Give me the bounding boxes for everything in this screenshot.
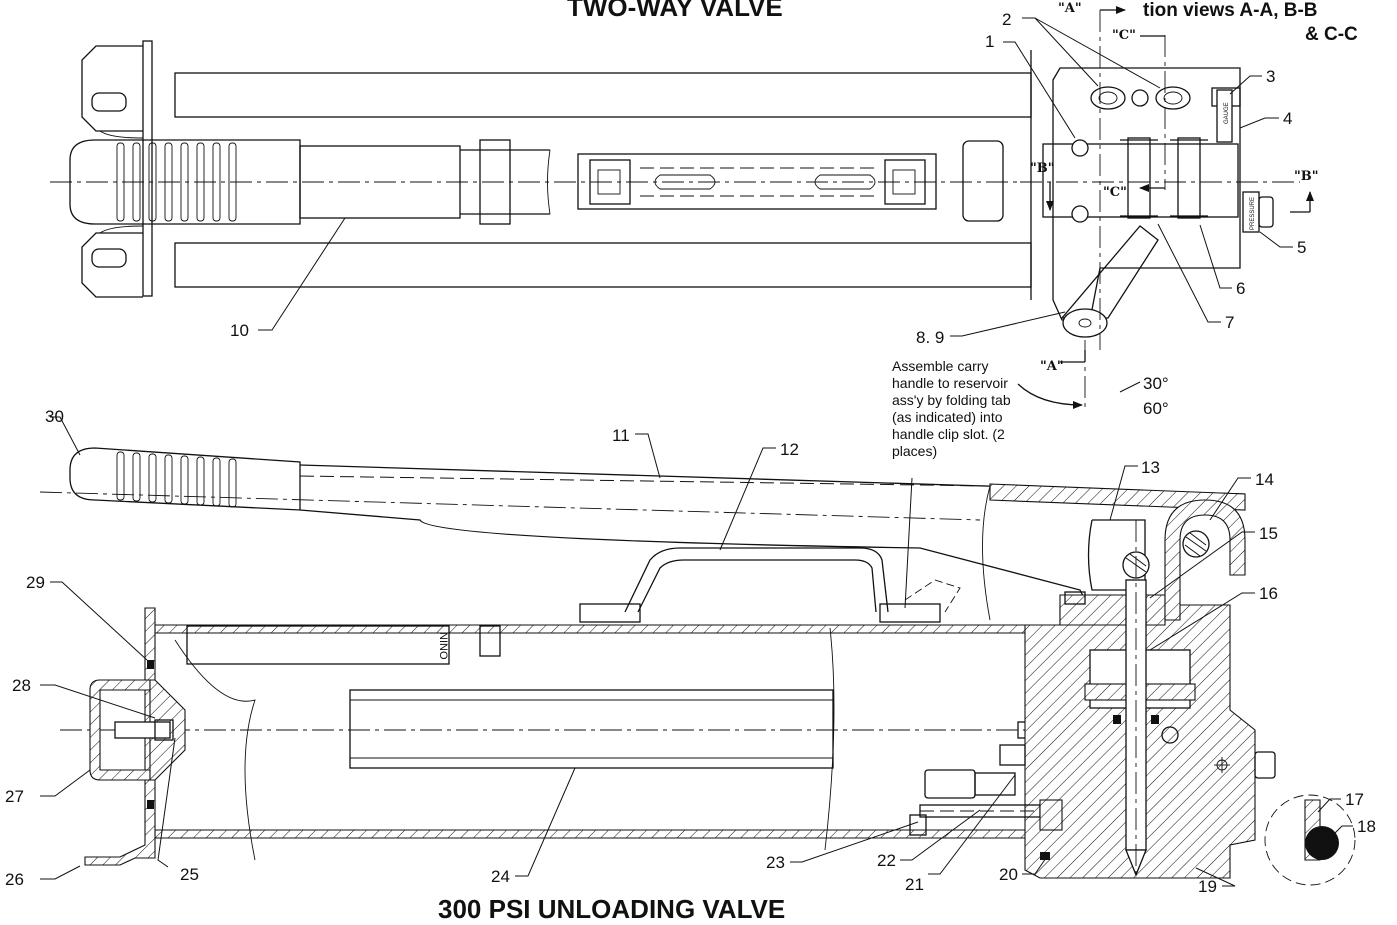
upper-bracket-slot <box>91 92 127 112</box>
callout-24: 24 <box>491 867 510 886</box>
section-views-note-line2: & C-C <box>1305 24 1358 45</box>
port-right <box>1155 86 1191 110</box>
handle-lever <box>39 447 1246 621</box>
end-cap-housing <box>89 679 151 781</box>
callout-16: 16 <box>1259 584 1278 603</box>
section-a-marker-bottom: "A" <box>1040 359 1064 374</box>
carry-handle-note: Assemble carry handle to reservoir ass'y… <box>892 358 1011 609</box>
pivot-link <box>1164 499 1246 621</box>
lower-bracket <box>81 232 143 298</box>
angle-60: 60° <box>1143 399 1169 418</box>
callout-29: 29 <box>26 573 45 592</box>
top-plan-view: GAUGE PRESSURE "A" "A" "B" "B" "C" "C" <box>50 1 1319 418</box>
bolt-1 <box>1071 139 1089 157</box>
callout-2: 2 <box>1002 10 1011 29</box>
section-c-marker-mid: "C" <box>1103 185 1127 200</box>
note-line-6: places) <box>892 443 937 459</box>
o-ring-detail <box>1305 826 1339 860</box>
callout-27: 27 <box>5 787 24 806</box>
tie-rod-nut <box>114 721 171 739</box>
reservoir: NINO <box>60 624 1070 861</box>
callout-30: 30 <box>45 407 64 426</box>
upper-bracket <box>81 45 143 132</box>
callout-22: 22 <box>877 851 896 870</box>
note-line-2: handle to reservoir <box>892 375 1008 391</box>
callout-numbers: 1 2 3 4 5 6 7 8. 9 10 11 12 13 14 15 16 … <box>5 10 1376 896</box>
release-knob <box>1060 225 1159 319</box>
valve-block-top: GAUGE PRESSURE <box>1042 67 1274 338</box>
callout-20: 20 <box>999 865 1018 884</box>
section-c-marker-top: "C" <box>1112 28 1136 43</box>
callout-19: 19 <box>1198 877 1217 896</box>
end-cap <box>84 607 186 866</box>
callout-17: 17 <box>1345 790 1364 809</box>
lower-bracket-slot <box>91 248 127 268</box>
callout-8-9: 8. 9 <box>916 328 944 347</box>
callout-4: 4 <box>1283 109 1292 128</box>
callout-18: 18 <box>1357 817 1376 836</box>
note-line-3: ass'y by folding tab <box>892 392 1011 408</box>
pump-body-section <box>1024 499 1276 880</box>
handle-grip <box>69 139 301 225</box>
callout-10: 10 <box>230 321 249 340</box>
reservoir-upper-rail <box>174 72 1032 118</box>
side-section-view: NINO <box>39 447 1356 886</box>
callout-15: 15 <box>1259 524 1278 543</box>
section-b-marker-right: "B" <box>1294 169 1319 184</box>
lever-grip <box>69 447 301 511</box>
section-b-marker-left: "B" <box>1030 161 1055 176</box>
section-strip <box>1042 143 1239 218</box>
pump-handle <box>69 139 551 225</box>
note-line-1: Assemble carry <box>892 358 988 374</box>
section-a-marker-top: "A" <box>1058 1 1082 16</box>
cylinder-tube <box>349 689 834 769</box>
carry-handle-top <box>577 153 937 210</box>
end-plate <box>142 40 153 297</box>
reservoir-window <box>962 140 1004 222</box>
callout-25: 25 <box>180 865 199 884</box>
callout-6: 6 <box>1236 279 1245 298</box>
section-views-note-line1: tion views A-A, B-B <box>1143 0 1318 21</box>
callout-5: 5 <box>1297 238 1306 257</box>
reservoir-lower-rail <box>174 242 1032 288</box>
angle-30: 30° <box>1143 374 1169 393</box>
unloading-valve <box>909 744 1063 860</box>
reservoir-text: NINO <box>437 632 449 660</box>
carry-handle-side <box>579 547 961 623</box>
port-left <box>1090 86 1126 110</box>
callout-14: 14 <box>1255 470 1274 489</box>
bottom-view-title: 300 PSI UNLOADING VALVE <box>438 894 785 924</box>
gauge-tag <box>1216 89 1233 143</box>
callout-3: 3 <box>1266 67 1275 86</box>
callout-12: 12 <box>780 440 799 459</box>
note-line-5: handle clip slot. (2 <box>892 426 1005 442</box>
callout-11: 11 <box>612 426 630 445</box>
callout-1: 1 <box>985 32 994 51</box>
callout-21: 21 <box>905 875 924 894</box>
callout-28: 28 <box>12 676 31 695</box>
top-view-title: TWO-WAY VALVE <box>567 0 783 22</box>
callout-23: 23 <box>766 853 785 872</box>
callout-7: 7 <box>1225 313 1234 332</box>
handle-shaft <box>299 145 461 219</box>
reservoir-label-panel <box>186 625 450 665</box>
detail-circle <box>1264 794 1356 886</box>
callout-26: 26 <box>5 870 24 889</box>
lever-section <box>989 483 1246 511</box>
pressure-label: PRESSURE <box>1250 197 1256 230</box>
note-line-4: (as indicated) into <box>892 409 1003 425</box>
callout-leaders <box>40 17 1353 887</box>
callout-13: 13 <box>1141 458 1160 477</box>
gauge-label: GAUGE <box>1224 102 1230 124</box>
